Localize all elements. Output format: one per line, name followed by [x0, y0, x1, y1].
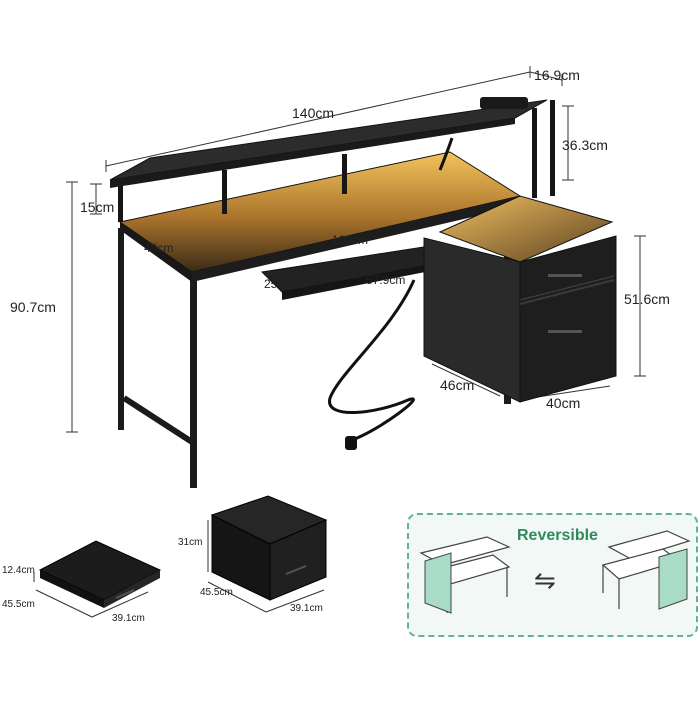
- shelf-clearance-label: 15cm: [80, 199, 115, 215]
- reversible-panel: Reversible ⇋: [407, 513, 698, 637]
- tray-depth-label: 25.9cm: [264, 277, 304, 291]
- reversible-mini-desks: [419, 530, 691, 614]
- small-drawer-height-label: 12.4cm: [2, 565, 35, 576]
- power-cord: [328, 97, 528, 450]
- cabinet-depth-label: 46cm: [440, 377, 475, 393]
- tray-width-label: 57.9cm: [366, 273, 406, 287]
- hutch-width-label: 140cm: [292, 105, 335, 121]
- swap-arrows-icon: ⇋: [534, 565, 556, 595]
- desk-height-label: 90.7cm: [10, 299, 56, 315]
- cabinet-height-label: 51.6cm: [624, 291, 670, 307]
- large-drawer-width-label: 39.1cm: [290, 603, 323, 614]
- reversible-title: Reversible: [517, 527, 598, 544]
- large-fabric-drawer: [207, 495, 328, 613]
- hutch-depth-label: 16.9cm: [534, 67, 580, 83]
- small-drawer-depth-label: 45.5cm: [2, 599, 35, 610]
- cabinet-width-label: 40cm: [546, 395, 581, 411]
- hutch-height-label: 36.3cm: [562, 137, 608, 153]
- small-drawer-width-label: 39.1cm: [112, 613, 145, 624]
- desk-frame: [109, 99, 555, 488]
- large-drawer-height-label: 31cm: [178, 537, 203, 548]
- desk-width-label: 100cm: [332, 233, 369, 247]
- desk-depth-label: 48cm: [144, 241, 174, 255]
- large-drawer-depth-label: 45.5cm: [200, 587, 233, 598]
- small-fabric-drawer: [33, 540, 162, 618]
- file-cabinet: [423, 195, 617, 403]
